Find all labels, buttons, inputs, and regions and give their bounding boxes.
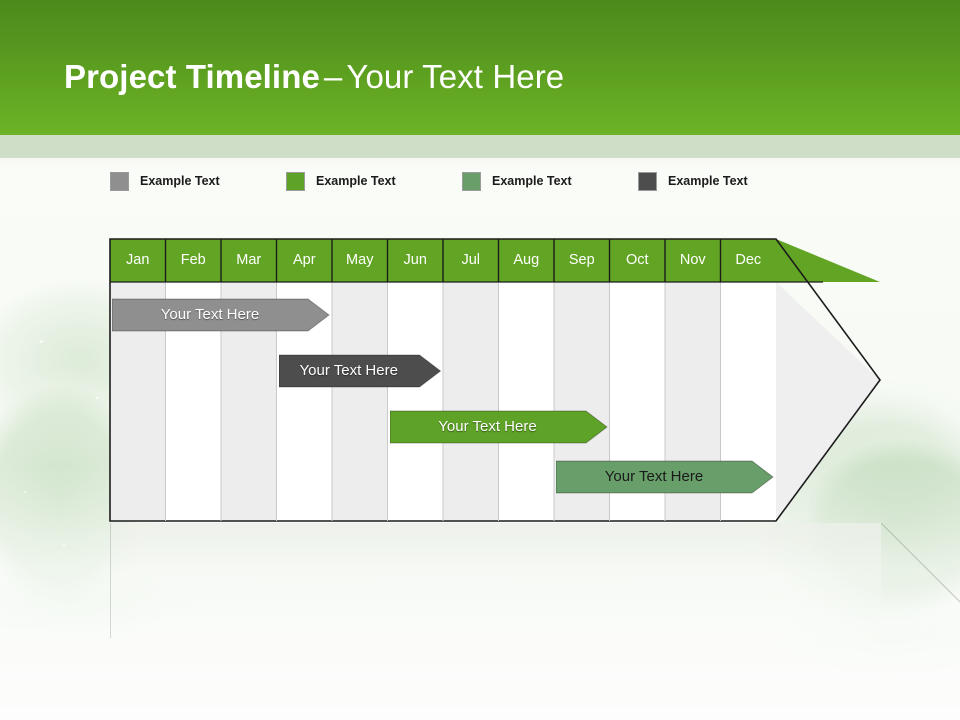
page-title-rest: Your Text Here — [346, 58, 565, 95]
legend-item-label: Example Text — [316, 174, 396, 188]
legend-swatch-icon — [462, 171, 481, 191]
timeline-bar-shape — [112, 298, 330, 332]
timeline-bar[interactable]: Your Text Here — [278, 354, 442, 388]
chart-reflection — [110, 523, 960, 638]
title-underbar — [0, 135, 960, 158]
legend-item-label: Example Text — [668, 174, 748, 188]
title-underbar-fade — [0, 158, 960, 172]
month-header-band — [110, 239, 880, 282]
timeline-bar-shape — [389, 410, 608, 444]
timeline-bar[interactable]: Your Text Here — [556, 460, 774, 494]
chart-reflection-edge — [881, 523, 960, 638]
legend-item[interactable]: Example Text — [110, 171, 220, 191]
timeline-bar[interactable]: Your Text Here — [112, 298, 330, 332]
legend-item[interactable]: Example Text — [638, 171, 748, 191]
timeline-bar[interactable]: Your Text Here — [389, 410, 608, 444]
legend-item[interactable]: Example Text — [462, 171, 572, 191]
timeline-bar-shape — [556, 460, 774, 494]
legend-swatch-icon — [638, 171, 657, 191]
legend-swatch-icon — [286, 171, 305, 191]
legend-item-label: Example Text — [492, 174, 572, 188]
page-title-strong: Project Timeline — [64, 58, 320, 95]
page-title-dash: – — [323, 58, 343, 95]
page-title: Project Timeline–Your Text Here — [64, 58, 564, 96]
title-banner — [0, 0, 960, 135]
timeline-bar-shape — [278, 354, 441, 388]
legend-item-label: Example Text — [140, 174, 220, 188]
legend-item[interactable]: Example Text — [286, 171, 396, 191]
legend-swatch-icon — [110, 171, 129, 191]
